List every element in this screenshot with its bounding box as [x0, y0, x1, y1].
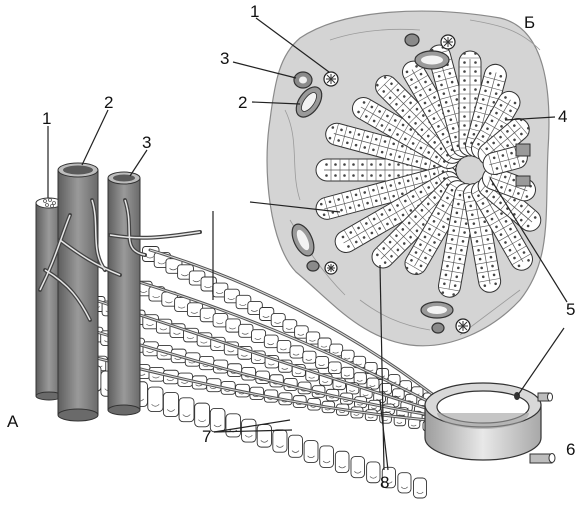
label-3-section: 3: [220, 49, 229, 68]
label-7: 7: [202, 427, 211, 446]
label-5: 5: [566, 300, 575, 319]
label-4: 4: [558, 107, 567, 126]
artery-section: [432, 323, 444, 333]
label-6: 6: [566, 440, 575, 459]
label-panel-a: А: [7, 412, 19, 431]
cross-section-panel: [267, 11, 549, 346]
label-2-left: 2: [104, 93, 113, 112]
artery-section: [405, 34, 419, 46]
artery-section: [307, 261, 319, 271]
label-1-section: 1: [250, 2, 259, 21]
label-1-left: 1: [42, 109, 51, 128]
label-3-left: 3: [142, 133, 151, 152]
artery-lumen: [299, 77, 307, 84]
vein-lumen: [427, 306, 447, 314]
ring-duct: [425, 383, 555, 463]
label-2-section: 2: [238, 93, 247, 112]
label-panel-b: Б: [524, 13, 535, 32]
vein-lumen: [421, 56, 443, 65]
artery-column: [108, 172, 140, 415]
label-8: 8: [380, 473, 389, 492]
